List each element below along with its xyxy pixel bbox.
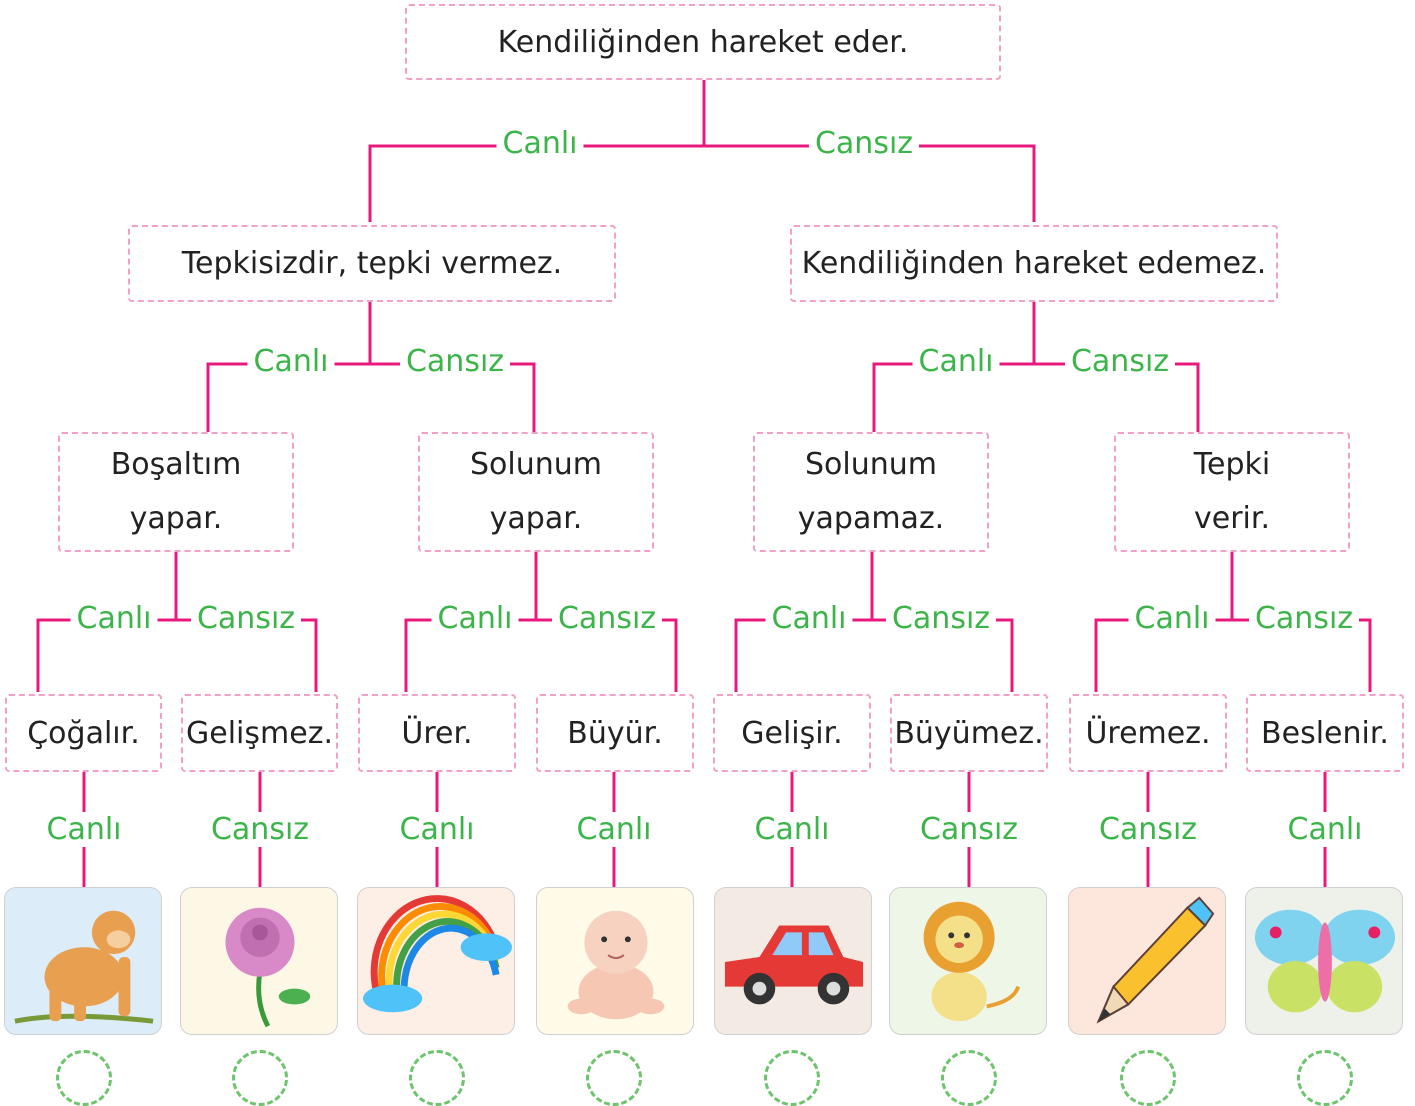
root-node: Kendiliğinden hareket eder. [405, 4, 1001, 80]
leaf-node-3-text: Ürer. [401, 715, 473, 751]
level3-node-4-line1: Tepki [1193, 447, 1271, 482]
level3-2-right-label: Cansız [551, 601, 663, 636]
level3-node-4: Tepki verir. [1114, 432, 1350, 552]
result-label-4: Canlı [570, 812, 658, 847]
level3-1-right-label: Cansız [190, 601, 302, 636]
answer-circle-3[interactable] [409, 1050, 465, 1106]
answer-circle-5[interactable] [764, 1050, 820, 1106]
level3-node-3: Solunum yapamaz. [753, 432, 989, 552]
level2-node-right: Kendiliğinden hareket edemez. [790, 225, 1278, 302]
level2-node-left: Tepkisizdir, tepki vermez. [128, 225, 616, 302]
result-label-3: Canlı [393, 812, 481, 847]
level3-2-left-label: Canlı [431, 601, 519, 636]
rainbow-image [357, 887, 515, 1035]
answer-circle-4[interactable] [586, 1050, 642, 1106]
level2-node-right-text: Kendiliğinden hareket edemez. [801, 246, 1267, 281]
level3-4-right-label: Cansız [1248, 601, 1360, 636]
level3-node-3-line2: yapamaz. [797, 501, 945, 536]
level3-1-left-label: Canlı [70, 601, 158, 636]
leaf-node-3: Ürer. [358, 694, 516, 772]
leaf-node-2-text: Gelişmez. [186, 715, 333, 751]
leaf-node-6: Büyümez. [890, 694, 1048, 772]
level2-left-left-label: Canlı [247, 344, 335, 379]
result-label-2: Cansız [204, 812, 316, 847]
level3-node-2-line1: Solunum [470, 447, 602, 482]
level2-right-left-label: Canlı [912, 344, 1000, 379]
result-label-1: Canlı [40, 812, 128, 847]
result-label-5: Canlı [748, 812, 836, 847]
root-node-text: Kendiliğinden hareket eder. [497, 24, 909, 60]
monkey-image [4, 887, 162, 1035]
baby-image [536, 887, 694, 1035]
level2-left-right-label: Cansız [399, 344, 511, 379]
answer-circle-1[interactable] [56, 1050, 112, 1106]
lion-image [889, 887, 1047, 1035]
leaf-node-1: Çoğalır. [5, 694, 162, 772]
rose-image [180, 887, 338, 1035]
leaf-node-4-text: Büyür. [567, 715, 663, 751]
butterfly-image [1245, 887, 1403, 1035]
result-label-7: Cansız [1092, 812, 1204, 847]
answer-circle-8[interactable] [1297, 1050, 1353, 1106]
leaf-node-2: Gelişmez. [181, 694, 338, 772]
answer-circle-6[interactable] [941, 1050, 997, 1106]
answer-circle-7[interactable] [1120, 1050, 1176, 1106]
level3-node-2-line2: yapar. [489, 501, 583, 536]
leaf-node-4: Büyür. [536, 694, 694, 772]
level3-3-left-label: Canlı [765, 601, 853, 636]
leaf-node-6-text: Büyümez. [894, 715, 1044, 751]
level3-node-1-line1: Boşaltım [110, 447, 242, 482]
level3-node-3-line1: Solunum [805, 447, 937, 482]
car-image [714, 887, 872, 1035]
leaf-node-1-text: Çoğalır. [27, 715, 140, 751]
level3-4-left-label: Canlı [1128, 601, 1216, 636]
leaf-node-5-text: Gelişir. [741, 715, 843, 751]
root-right-label: Cansız [808, 126, 920, 161]
result-label-8: Canlı [1281, 812, 1369, 847]
level2-node-left-text: Tepkisizdir, tepki vermez. [181, 246, 563, 281]
leaf-node-5: Gelişir. [713, 694, 871, 772]
level3-node-4-line2: verir. [1194, 501, 1270, 536]
leaf-node-7: Üremez. [1069, 694, 1227, 772]
level3-node-1-line2: yapar. [129, 501, 223, 536]
leaf-node-8-text: Beslenir. [1261, 715, 1389, 751]
level3-node-2: Solunum yapar. [418, 432, 654, 552]
level3-node-1: Boşaltım yapar. [58, 432, 294, 552]
pencil-image [1068, 887, 1226, 1035]
answer-circle-2[interactable] [232, 1050, 288, 1106]
root-left-label: Canlı [496, 126, 584, 161]
level2-right-right-label: Cansız [1064, 344, 1176, 379]
result-label-6: Cansız [913, 812, 1025, 847]
leaf-node-8: Beslenir. [1246, 694, 1404, 772]
leaf-node-7-text: Üremez. [1085, 715, 1211, 751]
level3-3-right-label: Cansız [885, 601, 997, 636]
